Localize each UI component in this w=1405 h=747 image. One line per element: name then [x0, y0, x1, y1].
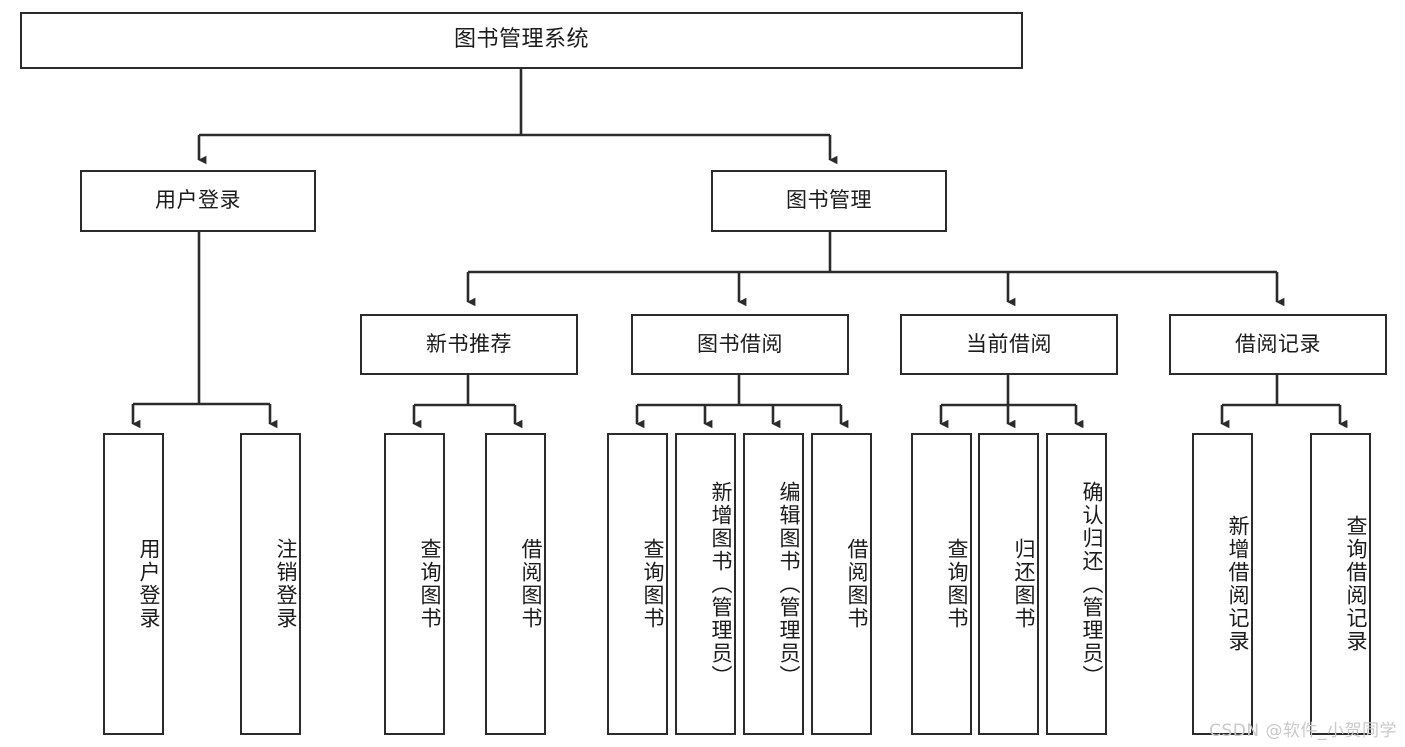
- leaf-query-record-label: 查询借阅记录: [1344, 515, 1368, 653]
- leaf-logout[interactable]: 注销登录: [240, 433, 301, 735]
- node-root[interactable]: 图书管理系统: [20, 12, 1023, 69]
- node-new-book-rec-label: 新书推荐: [426, 331, 512, 356]
- leaf-query-book-3[interactable]: 查询图书: [911, 433, 972, 735]
- leaf-add-book[interactable]: 新增图书（管理员）: [675, 433, 736, 735]
- leaf-query-book-3-label: 查询图书: [945, 538, 969, 630]
- leaf-add-record[interactable]: 新增借阅记录: [1192, 433, 1253, 735]
- leaf-user-login-label: 用户登录: [137, 538, 161, 630]
- leaf-query-book-2-label: 查询图书: [641, 538, 665, 630]
- leaf-edit-book[interactable]: 编辑图书（管理员）: [743, 433, 804, 735]
- leaf-return-book[interactable]: 归还图书: [978, 433, 1039, 735]
- node-current-borrow-label: 当前借阅: [966, 331, 1052, 356]
- leaf-query-book-1-label: 查询图书: [418, 538, 442, 630]
- leaf-query-book-2[interactable]: 查询图书: [607, 433, 668, 735]
- node-book-borrow-label: 图书借阅: [697, 331, 783, 356]
- leaf-query-record[interactable]: 查询借阅记录: [1310, 433, 1371, 735]
- leaf-borrow-book-1-label: 借阅图书: [519, 538, 543, 630]
- node-user-login-label: 用户登录: [155, 188, 241, 213]
- node-book-borrow[interactable]: 图书借阅: [631, 314, 849, 375]
- leaf-return-book-label: 归还图书: [1012, 538, 1036, 630]
- leaf-borrow-book-1[interactable]: 借阅图书: [485, 433, 546, 735]
- leaf-confirm-return[interactable]: 确认归还（管理员）: [1046, 433, 1107, 735]
- node-book-manage[interactable]: 图书管理: [711, 170, 947, 232]
- node-user-login[interactable]: 用户登录: [80, 170, 316, 232]
- node-root-label: 图书管理系统: [453, 27, 589, 53]
- node-book-manage-label: 图书管理: [786, 188, 872, 213]
- node-current-borrow[interactable]: 当前借阅: [900, 314, 1118, 375]
- leaf-edit-book-label: 编辑图书（管理员）: [777, 480, 801, 688]
- leaf-user-login[interactable]: 用户登录: [103, 433, 164, 735]
- leaf-borrow-book-2[interactable]: 借阅图书: [811, 433, 872, 735]
- leaf-logout-label: 注销登录: [274, 538, 298, 630]
- node-borrow-record[interactable]: 借阅记录: [1169, 314, 1387, 375]
- leaf-query-book-1[interactable]: 查询图书: [384, 433, 445, 735]
- leaf-borrow-book-2-label: 借阅图书: [845, 538, 869, 630]
- node-new-book-rec[interactable]: 新书推荐: [360, 314, 578, 375]
- node-borrow-record-label: 借阅记录: [1235, 331, 1321, 356]
- leaf-confirm-return-label: 确认归还（管理员）: [1080, 480, 1104, 688]
- leaf-add-record-label: 新增借阅记录: [1226, 515, 1250, 653]
- csdn-watermark: CSDN @软件_小贺同学: [1209, 721, 1397, 741]
- leaf-add-book-label: 新增图书（管理员）: [709, 480, 733, 688]
